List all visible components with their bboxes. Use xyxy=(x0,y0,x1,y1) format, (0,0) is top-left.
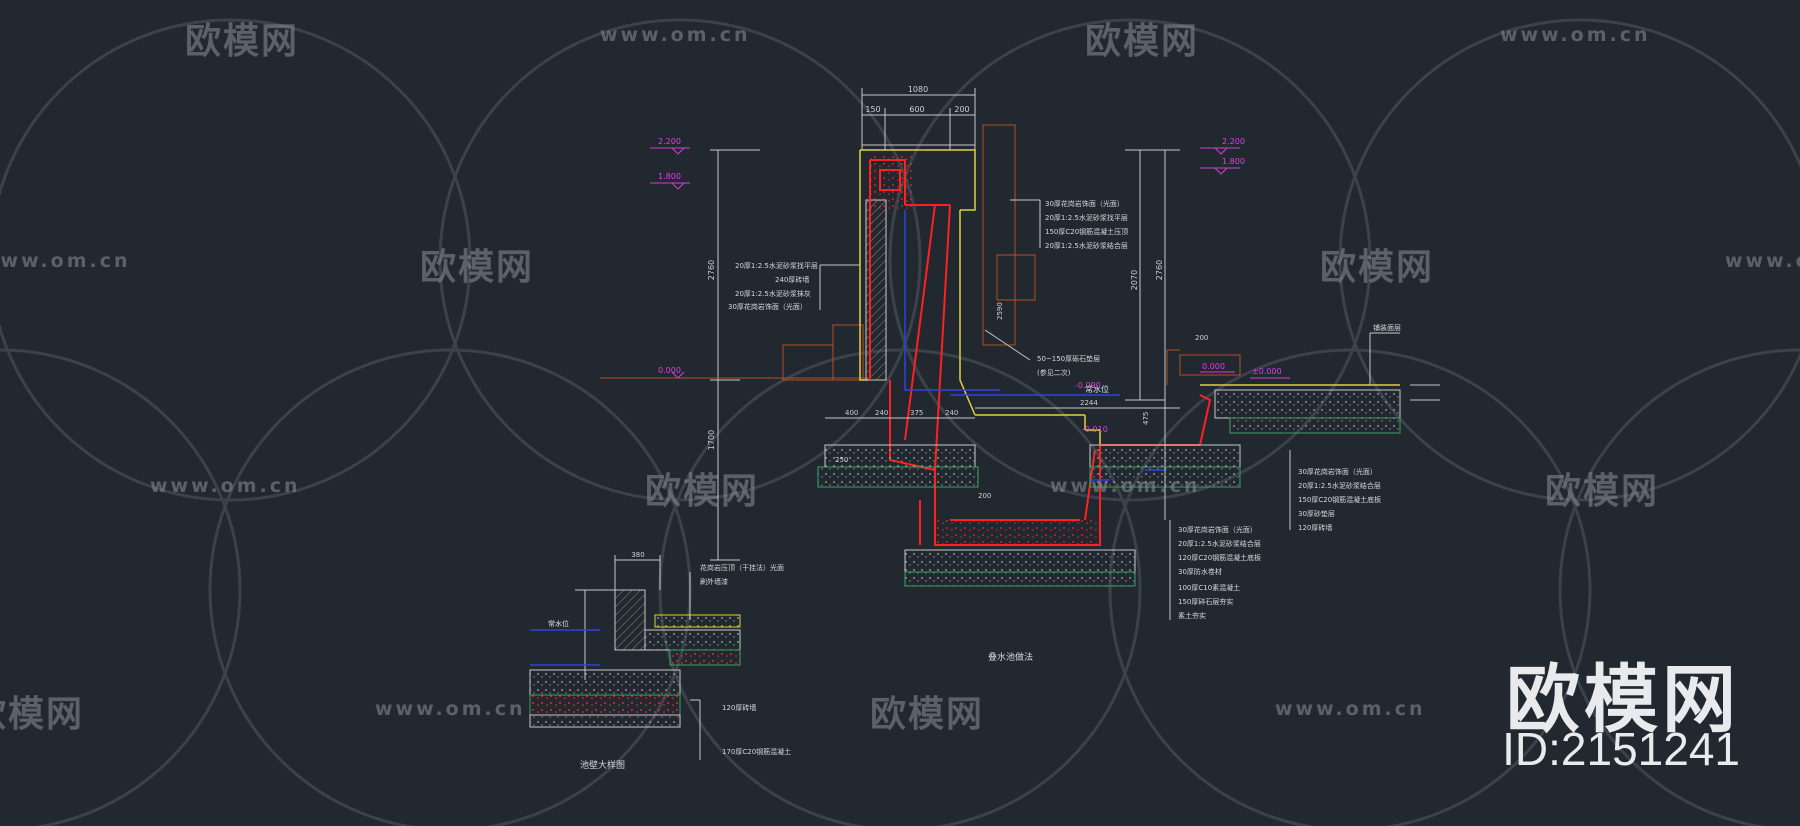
level-right-1: 2.200 xyxy=(1222,137,1245,146)
right-note-2: 20厚1:2.5水泥砂浆结合层 xyxy=(1298,481,1381,490)
bottom-note-2: 20厚1:2.5水泥砂浆结合层 xyxy=(1178,539,1261,548)
paving-right xyxy=(1214,389,1401,419)
level-left-1: 2.200 xyxy=(658,137,681,146)
foundation-bottom-green xyxy=(904,571,1136,587)
watermark-brand-4: 欧模网 xyxy=(1320,247,1435,288)
watermark-url-1: www.om.cn xyxy=(600,24,751,46)
inner-dim-1: 400 xyxy=(845,409,858,417)
rebar-fill-top xyxy=(868,155,913,210)
bottom-note-4: 30厚防水卷材 xyxy=(1178,567,1222,576)
main-caption: 叠水池做法 xyxy=(988,651,1033,663)
dim-right-b: 2760 xyxy=(1155,260,1164,280)
level-left-3: 0.000 xyxy=(658,366,681,375)
level-water: -0.090 xyxy=(1075,381,1101,390)
left-note-4: 30厚花岗岩饰面（光面） xyxy=(728,302,807,311)
side-dim-3: 200 xyxy=(1195,334,1208,342)
right-note-3: 150厚C20钢筋混凝土底板 xyxy=(1298,495,1381,504)
watermark-brand-1: 欧模网 xyxy=(185,21,300,62)
dim-top-2: 600 xyxy=(909,105,924,114)
watermark-url-3: www.om.cn xyxy=(0,250,131,272)
rebar-fill-base xyxy=(935,520,1100,545)
bottom-note-1: 30厚花岗岩饰面（光面） xyxy=(1178,525,1257,534)
right-note-4: 30厚砂垫层 xyxy=(1298,509,1335,518)
watermark-url-7: www.om.cn xyxy=(375,698,526,720)
detail-cap xyxy=(654,614,741,628)
paving-right-green xyxy=(1229,417,1401,434)
detail-slab-1 xyxy=(644,629,741,651)
bottom-note-7: 素土夯实 xyxy=(1178,611,1206,620)
watermark-url-2: www.om.cn xyxy=(1500,24,1651,46)
level-left-2: 1.800 xyxy=(658,172,681,181)
level-ground-a: 0.000 xyxy=(1202,362,1225,371)
side-dim-1: 250 xyxy=(835,456,848,464)
left-note-3: 20厚1:2.5水泥砂浆抹灰 xyxy=(735,289,811,298)
corner-brand-logo: 欧模网 xyxy=(1506,657,1740,743)
foundation-left-green xyxy=(817,466,979,488)
dim-left-height: 2760 xyxy=(707,260,716,280)
wall-annot: 2590 xyxy=(996,302,1004,320)
watermark-url-5: www.om.cn xyxy=(150,475,301,497)
dim-left-depth: 1700 xyxy=(707,430,716,450)
detail-note-1: 花岗岩压顶（干挂法）光面 xyxy=(700,563,784,572)
top-right-note-3: 150厚C20钢筋混凝土压顶 xyxy=(1045,227,1128,236)
right-note-1: 30厚花岗岩饰面（光面） xyxy=(1298,467,1377,476)
corner-id-label: ID:2151241 xyxy=(1502,723,1740,775)
paving-label: 铺装面层 xyxy=(1373,323,1401,332)
watermark-brand-2: 欧模网 xyxy=(1085,21,1200,62)
left-note-1: 20厚1:2.5水泥砂浆找平层 xyxy=(735,261,818,270)
watermark-url-8: www.om.cn xyxy=(1275,698,1426,720)
bottom-note-6: 150厚碎石层夯实 xyxy=(1178,597,1233,606)
side-dim-2: 475 xyxy=(1142,412,1150,425)
watermark-brand-8: 欧模网 xyxy=(870,694,985,735)
foundation-bottom xyxy=(904,549,1136,573)
dim-right-a: 2070 xyxy=(1130,270,1139,290)
detail-base-2 xyxy=(529,694,681,716)
detail-water: 常水位 xyxy=(548,619,569,628)
detail-caption: 池壁大样图 xyxy=(580,759,625,771)
main-section: 1080 150 600 200 2760 1700 2.200 1.800 0… xyxy=(600,85,1440,663)
detail-base-1 xyxy=(529,669,681,696)
detail-slab-2 xyxy=(669,649,741,666)
detail-base-3 xyxy=(529,714,681,728)
watermark-brand-6: 欧模网 xyxy=(1545,471,1660,512)
inner-dim-4: 240 xyxy=(945,409,958,417)
watermark-url-6: www.om.cn xyxy=(1050,475,1201,497)
detail-note-3: 120厚砖墙 xyxy=(722,703,756,712)
watermark-url-4: www.om.cn xyxy=(1725,250,1800,272)
level-inner: -0.910 xyxy=(1082,425,1108,434)
side-dim-4: 200 xyxy=(978,492,991,500)
detail-note-4: 170厚C20钢筋混凝土 xyxy=(722,747,791,756)
top-right-note-1: 30厚花岗岩饰面（光面） xyxy=(1045,199,1124,208)
bottom-note-3: 120厚C20钢筋混凝土底板 xyxy=(1178,553,1261,562)
detail-section: 380 常水位 花岗岩压顶（干挂法）光面 刷外墙漆 120厚砖墙 170厚C20… xyxy=(529,551,791,771)
dim-overall-width: 1080 xyxy=(908,85,928,94)
left-note-2: 240厚砖墙 xyxy=(775,275,809,284)
level-right-2: 1.800 xyxy=(1222,157,1245,166)
detail-dim: 380 xyxy=(631,551,644,559)
watermark-brand-7: 欧模网 xyxy=(0,694,85,735)
level-ground-b: ±0.000 xyxy=(1252,367,1282,376)
pump-note-2: (参见二次) xyxy=(1037,368,1071,377)
detail-wall-hatch xyxy=(614,589,646,651)
dim-top-1: 150 xyxy=(865,105,880,114)
top-right-note-4: 20厚1:2.5水泥砂浆结合层 xyxy=(1045,241,1128,250)
dim-top-3: 200 xyxy=(954,105,969,114)
bottom-dim: 2244 xyxy=(1080,399,1098,407)
pump-note-1: 50~150厚砾石垫层 xyxy=(1037,354,1100,363)
watermark-brand-5: 欧模网 xyxy=(645,471,760,512)
inner-dim-2: 240 xyxy=(875,409,888,417)
bottom-note-5: 100厚C10素混凝土 xyxy=(1178,583,1240,592)
detail-note-2: 刷外墙漆 xyxy=(700,577,728,586)
inner-dim-3: 375 xyxy=(910,409,923,417)
watermark-brand-3: 欧模网 xyxy=(420,247,535,288)
water-level-label: 常水位 xyxy=(1085,384,1109,394)
top-right-note-2: 20厚1:2.5水泥砂浆找平层 xyxy=(1045,213,1128,222)
right-note-5: 120厚砖墙 xyxy=(1298,523,1332,532)
